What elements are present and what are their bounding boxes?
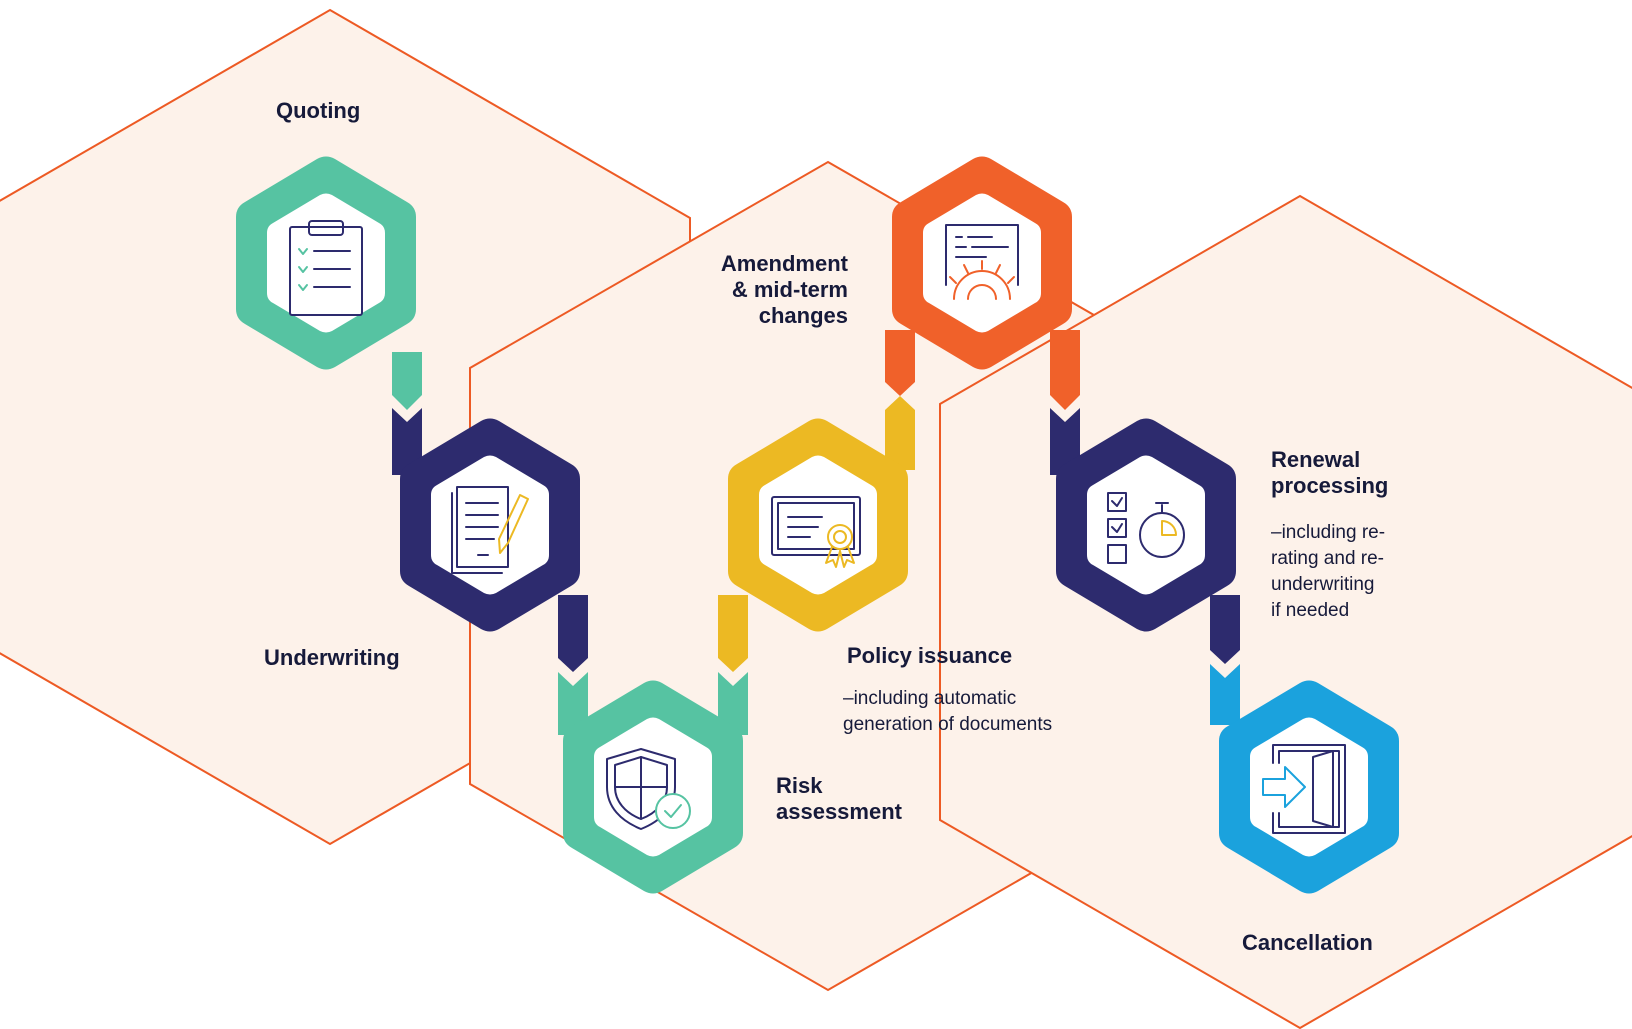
policy-description-line: generation of documents xyxy=(843,714,1053,735)
amendment-title-line: & mid-term xyxy=(731,277,848,302)
policy-description: –including automatic generation of docum… xyxy=(843,686,1052,738)
connector-risk-top xyxy=(558,672,588,735)
certificate-icon xyxy=(771,496,861,568)
connector-underwriting-risk xyxy=(558,595,588,672)
risk-title-line: Risk xyxy=(776,773,823,798)
renewal-icon-panel xyxy=(1087,455,1205,595)
policy-title: Policy issuance xyxy=(847,643,1013,668)
cancellation-node xyxy=(1219,680,1399,894)
renewal-title: Renewal processing xyxy=(1271,447,1388,499)
underwriting-title: Underwriting xyxy=(264,645,400,670)
connector-policy-top xyxy=(885,396,915,470)
connector-renewal-top xyxy=(1050,408,1080,475)
document-pen-icon xyxy=(451,486,529,574)
connector-quoting-underwriting xyxy=(392,352,422,410)
connector-risk-policy xyxy=(718,672,748,735)
connector-policy-bottom xyxy=(718,595,748,672)
checklist-stopwatch-icon xyxy=(1107,492,1185,564)
renewal-description-line: –including re- xyxy=(1271,522,1386,543)
exit-door-icon xyxy=(1262,744,1346,834)
connector-bands xyxy=(392,330,1240,735)
connector-underwriting-top xyxy=(392,408,422,475)
connector-amendment-renewal xyxy=(1050,330,1080,410)
renewal-description-line: rating and re- xyxy=(1271,548,1385,569)
amendment-title: Amendment & mid-term changes xyxy=(668,251,848,329)
policy-description-line: –including automatic xyxy=(843,688,1017,709)
renewal-description-line: underwriting xyxy=(1271,574,1375,595)
underwriting-node xyxy=(400,418,580,632)
renewal-description-line: if needed xyxy=(1271,600,1350,621)
connector-cancellation-top xyxy=(1210,664,1240,725)
amendment-title-line: changes xyxy=(758,303,848,328)
quoting-title: Quoting xyxy=(276,98,361,123)
amendment-title-line: Amendment xyxy=(720,251,848,276)
risk-node xyxy=(563,680,743,894)
shield-check-icon xyxy=(606,748,691,830)
policy-node xyxy=(728,418,908,632)
quoting-icon-panel xyxy=(267,193,385,333)
connector-renewal-cancellation xyxy=(1210,595,1240,664)
connector-amendment-policy xyxy=(885,330,915,396)
risk-title: Risk assessment xyxy=(776,773,902,825)
document-gear-icon xyxy=(945,224,1019,300)
background-hexagon-right xyxy=(939,194,1632,1029)
renewal-description: –including re- rating and re- underwriti… xyxy=(1271,520,1385,624)
amendment-node xyxy=(892,156,1072,370)
renewal-node xyxy=(1056,418,1236,632)
quoting-node xyxy=(236,156,416,370)
cancellation-title: Cancellation xyxy=(1242,930,1373,955)
underwriting-icon-panel xyxy=(431,455,549,595)
risk-title-line: assessment xyxy=(776,799,902,824)
clipboard-checklist-icon xyxy=(289,220,363,316)
renewal-title-line: processing xyxy=(1271,473,1389,498)
renewal-title-line: Renewal xyxy=(1271,447,1361,472)
